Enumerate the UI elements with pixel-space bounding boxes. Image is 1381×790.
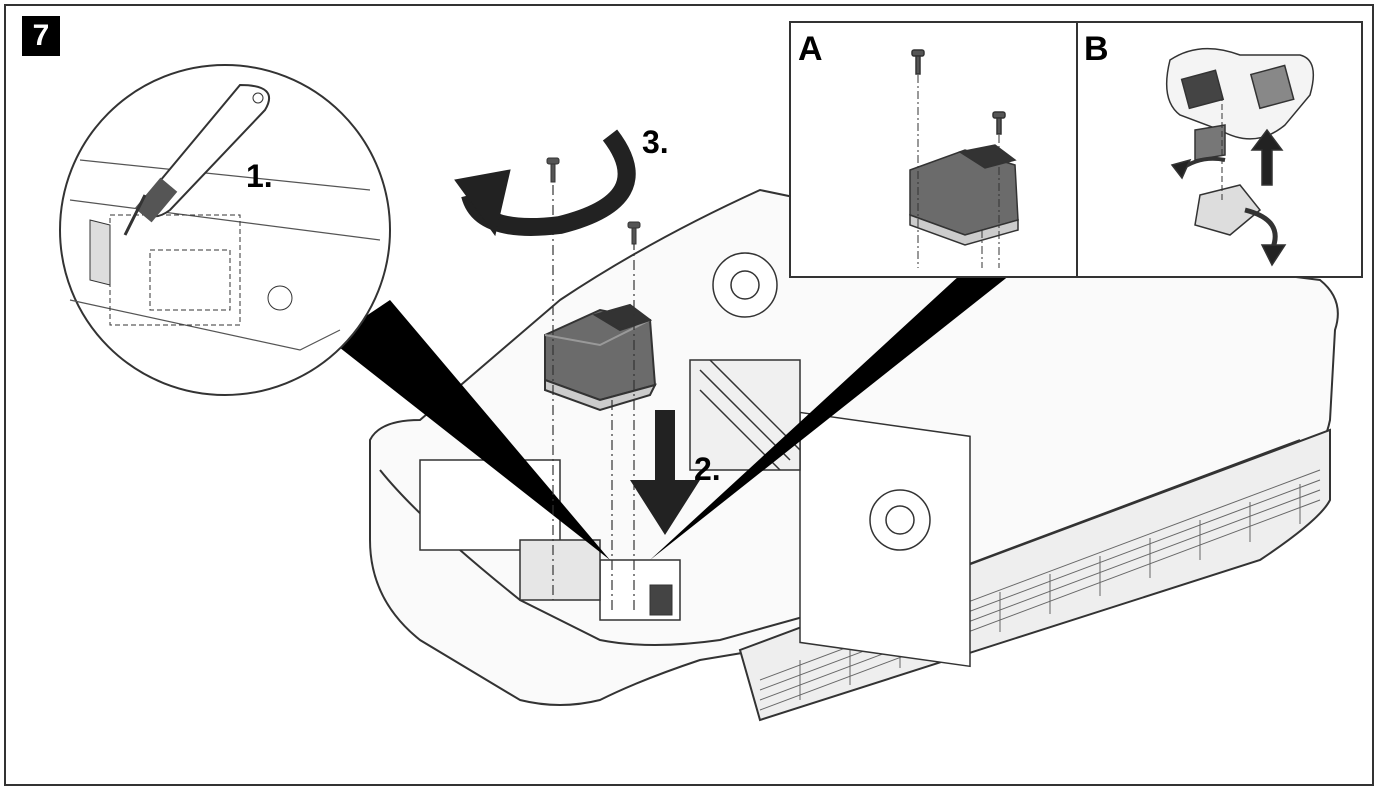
callout-wedge-1 (330, 300, 610, 560)
screw-guide-lines (552, 185, 635, 610)
rotate-arrow-icon (454, 129, 636, 237)
callout-wedge-a (650, 275, 1010, 560)
step-2-label: 2. (694, 451, 721, 487)
magnifier-inset (59, 64, 391, 396)
screw-icons (546, 157, 641, 245)
step-number-badge: 7 (22, 16, 60, 56)
step-3-label: 3. (642, 124, 669, 160)
connector-socket (649, 584, 673, 616)
panel-a-label: A (798, 30, 823, 68)
module-slot (519, 539, 601, 601)
panel-b-label: B (1084, 30, 1109, 68)
panel-b-illustration (1165, 47, 1315, 267)
step-1-label: 1. (246, 158, 273, 194)
module-unit (544, 303, 657, 412)
down-arrow-icon (630, 410, 700, 535)
panel-a-illustration (909, 49, 1019, 268)
figure-frame (4, 4, 1374, 786)
